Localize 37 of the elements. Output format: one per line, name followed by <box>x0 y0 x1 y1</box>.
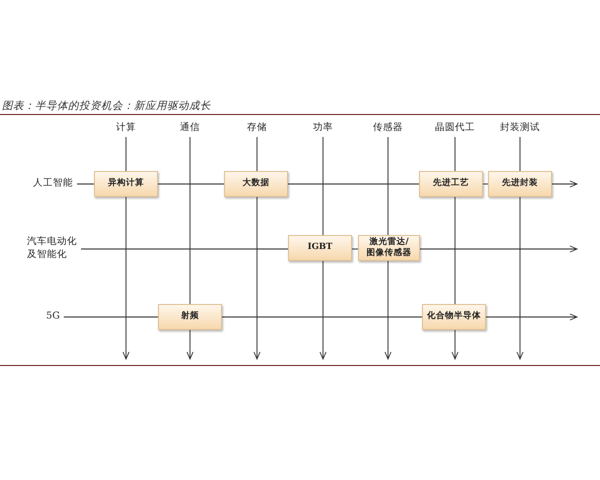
arrow <box>452 330 458 360</box>
connector-line <box>322 136 324 236</box>
arrow <box>254 196 260 360</box>
category-box: IGBT <box>288 235 352 261</box>
arrow <box>186 330 194 360</box>
category-box: 大数据 <box>224 171 288 197</box>
figure-title: 图表：半导体的投资机会：新应用驱动成长 <box>2 99 211 113</box>
arrow <box>320 260 326 360</box>
category-box: 异构计算 <box>94 171 158 197</box>
connector-line <box>454 196 456 304</box>
column-header: 功率 <box>313 122 333 134</box>
connector-line <box>352 248 358 250</box>
category-box: 射频 <box>158 304 222 330</box>
column-header: 计算 <box>116 122 136 134</box>
row-label: 人工智能 <box>33 178 73 190</box>
row-label: 5G <box>46 310 60 324</box>
arrow <box>516 196 524 360</box>
column-header: 存储 <box>247 122 267 134</box>
column-header: 通信 <box>180 122 200 134</box>
connector-line <box>63 316 158 318</box>
connector-line <box>256 136 258 172</box>
arrow <box>552 180 578 188</box>
column-header: 封装测试 <box>500 122 540 134</box>
category-box: 激光雷达/图像传感器 <box>358 235 420 261</box>
row-label: 汽车电动化及智能化 <box>27 236 77 262</box>
arrow <box>122 196 130 360</box>
arrow <box>420 246 578 252</box>
connector-line <box>454 136 456 172</box>
category-box: 先进工艺 <box>419 171 483 197</box>
category-box: 先进封装 <box>488 171 552 197</box>
column-header: 传感器 <box>373 122 403 134</box>
connector-line <box>222 316 422 318</box>
arrow <box>384 260 392 360</box>
column-header: 晶圆代工 <box>435 122 475 134</box>
arrow <box>486 314 578 320</box>
category-box: 化合物半导体 <box>422 304 486 330</box>
connector-line <box>80 248 288 250</box>
